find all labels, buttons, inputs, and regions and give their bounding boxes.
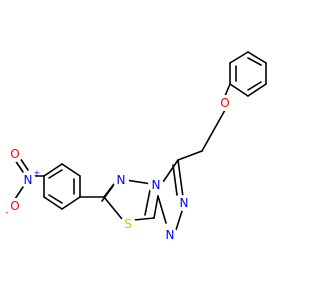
atom-background xyxy=(176,195,192,211)
phenoxymethyl-linker xyxy=(177,83,231,161)
phenoxy-phenyl-ring xyxy=(229,51,267,97)
atom-background xyxy=(120,216,136,232)
bond xyxy=(201,109,226,152)
nitro-lower-oxygen-label: O xyxy=(10,199,19,213)
bond xyxy=(229,51,249,64)
atom-background xyxy=(113,172,129,188)
triazole-lower-nitrogen-label: N xyxy=(166,228,175,242)
aromatic-inner-bond xyxy=(247,57,262,66)
nitro-nitrogen-label: N xyxy=(24,173,33,187)
atom-background xyxy=(20,172,36,188)
bond xyxy=(61,163,81,177)
molecule-canvas: O N + O O - N N N N S xyxy=(5,51,267,243)
bond xyxy=(103,196,123,220)
aromatic-inner-bond xyxy=(247,81,262,91)
fused-bond xyxy=(153,195,159,219)
bond xyxy=(133,217,155,221)
triazole-upper-nitrogen-label: N xyxy=(180,196,189,210)
phenoxy-oxygen-label: O xyxy=(220,96,229,110)
bond xyxy=(247,83,267,97)
bond xyxy=(14,159,24,173)
bond xyxy=(177,150,203,161)
nitro-upper-oxygen-label: O xyxy=(10,147,19,161)
bond xyxy=(14,186,24,200)
atom-background xyxy=(162,227,178,243)
double-bond-inner xyxy=(144,189,151,216)
bond xyxy=(224,83,231,97)
double-bond-inner xyxy=(19,157,29,171)
bond xyxy=(247,51,267,64)
atom-background xyxy=(148,177,164,193)
aromatic-inner-bond xyxy=(48,194,63,204)
bond xyxy=(177,159,184,198)
thiadiazole-ring xyxy=(101,179,159,221)
atom-background xyxy=(7,146,23,162)
bond xyxy=(61,196,81,210)
bond xyxy=(175,207,184,231)
nitro-lower-oxygen-charge: - xyxy=(6,208,9,217)
atom-background xyxy=(217,95,233,111)
double-bond-inner xyxy=(101,185,114,202)
bond xyxy=(157,195,167,224)
bond xyxy=(43,163,63,177)
bond xyxy=(229,83,249,97)
sulfur-label: S xyxy=(124,217,132,231)
bond xyxy=(162,159,179,183)
triazole-ring xyxy=(144,159,184,231)
nitro-nitrogen-charge: + xyxy=(34,169,41,178)
atom-background xyxy=(7,198,23,214)
nitro-group xyxy=(14,157,45,200)
chemical-structure-diagram: O N + O O - N N N N S xyxy=(6,51,267,243)
aromatic-inner-bond xyxy=(48,169,63,179)
double-bond-inner xyxy=(172,164,178,196)
thiadiazole-nitrogen-label: N xyxy=(117,173,126,187)
nitrophenyl-ring xyxy=(43,163,105,210)
bond xyxy=(43,196,63,210)
bridgehead-nitrogen-label: N xyxy=(152,178,161,192)
